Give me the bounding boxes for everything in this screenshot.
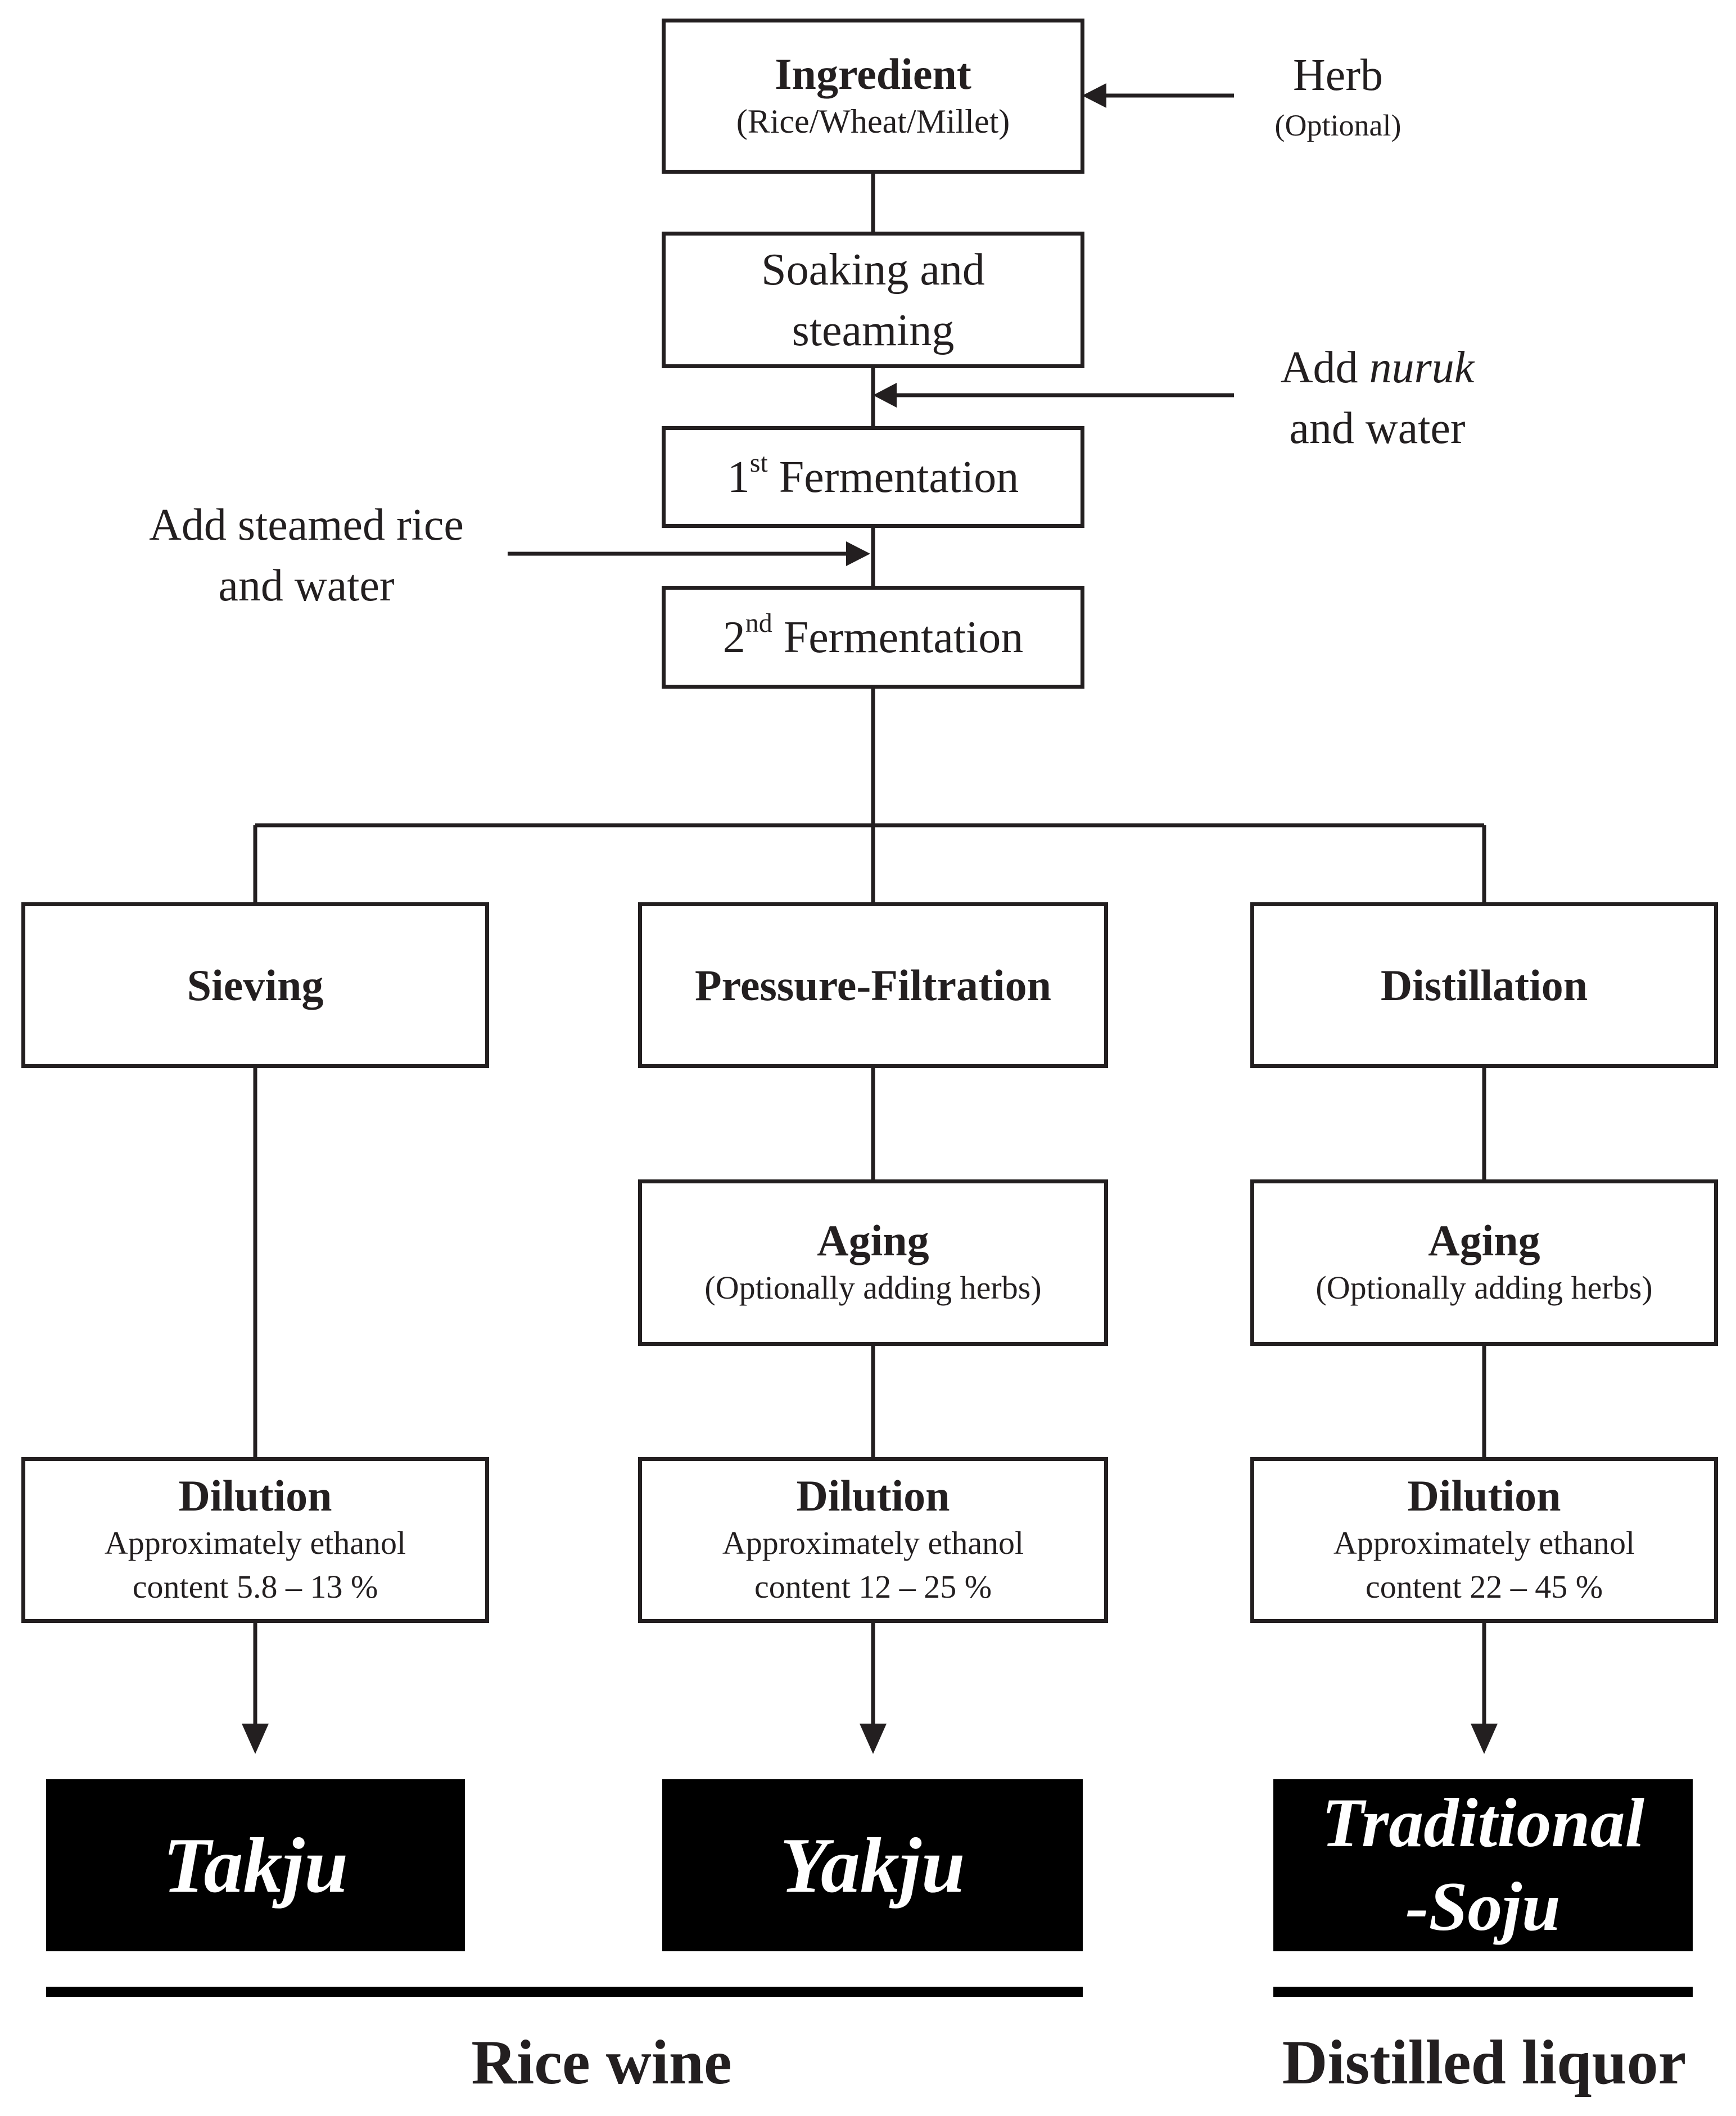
- first-fermentation-sup: st: [749, 447, 768, 478]
- dilution-box-yakju: Dilution Approximately ethanol content 1…: [638, 1457, 1108, 1623]
- rice-wine-label: Rice wine: [471, 2028, 732, 2097]
- second-fermentation-num: 2: [722, 612, 745, 662]
- dilution-line1: Approximately ethanol: [104, 1525, 406, 1562]
- dilution-title: Dilution: [178, 1471, 332, 1521]
- add-steamed-rice-label: Add steamed rice and water: [112, 495, 500, 616]
- distillation-box: Distillation: [1250, 902, 1718, 1068]
- pressure-filtration-box: Pressure-Filtration: [638, 902, 1108, 1068]
- sieving-label: Sieving: [187, 960, 324, 1010]
- soaking-line2: steaming: [792, 305, 955, 355]
- distilled-liquor-bar: [1273, 1987, 1693, 1997]
- aging-title: Aging: [1428, 1216, 1540, 1265]
- product-takju-label: Takju: [162, 1821, 349, 1909]
- sieving-box: Sieving: [21, 902, 489, 1068]
- aging-subtitle: (Optionally adding herbs): [704, 1269, 1042, 1306]
- aging-subtitle: (Optionally adding herbs): [1315, 1269, 1653, 1306]
- ingredient-title: Ingredient: [775, 49, 971, 99]
- product-soju-line2: -Soju: [1405, 1868, 1561, 1945]
- aging-title: Aging: [817, 1216, 929, 1265]
- pressure-filtration-label: Pressure-Filtration: [695, 960, 1051, 1010]
- second-fermentation-sup: nd: [745, 608, 772, 638]
- add-nuruk-italic: nuruk: [1369, 343, 1475, 392]
- aging-box-soju: Aging (Optionally adding herbs): [1250, 1179, 1718, 1346]
- dilution-content: content 5.8 – 13 %: [132, 1568, 378, 1606]
- herb-subtitle: (Optional): [1274, 108, 1402, 142]
- add-steamed-line1: Add steamed rice: [149, 500, 464, 550]
- soaking-steaming-box: Soaking and steaming: [662, 232, 1084, 368]
- add-steamed-line2: and water: [218, 561, 395, 611]
- product-yakju-label: Yakju: [780, 1821, 965, 1909]
- add-nuruk-label: Add nuruk and water: [1226, 337, 1529, 459]
- aging-box-yakju: Aging (Optionally adding herbs): [638, 1179, 1108, 1346]
- ingredient-box: Ingredient (Rice/Wheat/Millet): [662, 19, 1084, 174]
- rice-wine-bar: [46, 1987, 1083, 1997]
- second-fermentation-text: Fermentation: [772, 612, 1024, 662]
- first-fermentation-text: Fermentation: [767, 452, 1019, 502]
- add-nuruk-line2: and water: [1289, 404, 1466, 453]
- dilution-title: Dilution: [1407, 1471, 1561, 1521]
- dilution-content: content 22 – 45 %: [1365, 1568, 1603, 1606]
- dilution-box-takju: Dilution Approximately ethanol content 5…: [21, 1457, 489, 1623]
- herb-title: Herb: [1293, 51, 1383, 100]
- product-takju: Takju: [46, 1779, 465, 1951]
- first-fermentation-num: 1: [727, 452, 750, 502]
- first-fermentation-box: 1st Fermentation: [662, 426, 1084, 528]
- dilution-box-soju: Dilution Approximately ethanol content 2…: [1250, 1457, 1718, 1623]
- dilution-line1: Approximately ethanol: [1333, 1525, 1635, 1562]
- second-fermentation-box: 2nd Fermentation: [662, 586, 1084, 689]
- product-traditional-soju: Traditional -Soju: [1273, 1779, 1693, 1951]
- soaking-line1: Soaking and: [761, 245, 985, 295]
- distillation-label: Distillation: [1380, 960, 1588, 1010]
- add-nuruk-pre: Add: [1280, 343, 1369, 392]
- herb-label: Herb (Optional): [1226, 45, 1450, 145]
- product-yakju: Yakju: [662, 1779, 1083, 1951]
- product-soju-line1: Traditional: [1321, 1784, 1645, 1862]
- dilution-title: Dilution: [796, 1471, 950, 1521]
- dilution-line1: Approximately ethanol: [722, 1525, 1024, 1562]
- ingredient-subtitle: (Rice/Wheat/Millet): [736, 102, 1010, 140]
- distilled-liquor-label: Distilled liquor: [1282, 2028, 1687, 2097]
- dilution-content: content 12 – 25 %: [754, 1568, 992, 1606]
